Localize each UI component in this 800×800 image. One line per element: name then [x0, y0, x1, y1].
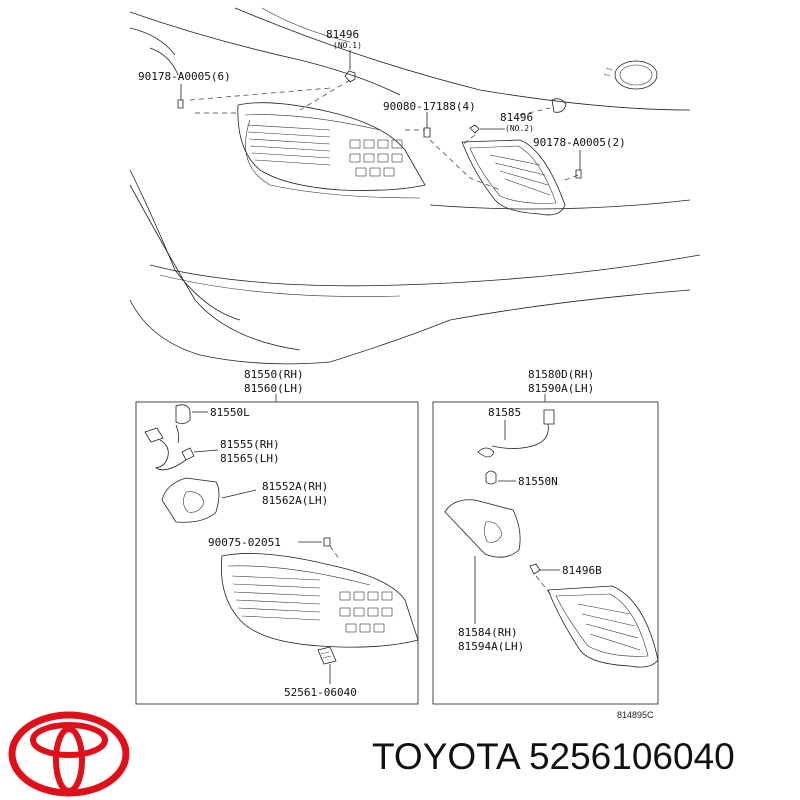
- diagram-reference: 814895C: [617, 710, 654, 720]
- label-90075-02051: 90075-02051: [208, 536, 281, 549]
- label-81550-rh: 81550(RH): [244, 368, 304, 381]
- label-90178-a0005-2: 90178-A0005(2): [533, 136, 626, 149]
- label-90080-17188: 90080-17188(4): [383, 100, 476, 113]
- label-81590a-lh: 81590A(LH): [528, 382, 594, 395]
- left-gasket: [161, 477, 257, 523]
- left-connector: [317, 646, 337, 684]
- label-81496b: 81496B: [562, 564, 602, 577]
- label-81550l: 81550L: [210, 406, 250, 419]
- label-81585: 81585: [488, 406, 521, 419]
- brand-name: TOYOTA: [372, 736, 519, 777]
- label-81594a-lh: 81594A(LH): [458, 640, 524, 653]
- label-81555-rh: 81555(RH): [220, 438, 280, 451]
- label-81580d-rh: 81580D(RH): [528, 368, 594, 381]
- label-81565-lh: 81565(LH): [220, 452, 280, 465]
- label-81560-lh: 81560(LH): [244, 382, 304, 395]
- upper-leaders: [180, 50, 581, 191]
- label-81496-no1: 81496: [326, 28, 359, 41]
- label-52561-06040: 52561-06040: [284, 686, 357, 699]
- label-81550n: 81550N: [518, 475, 558, 488]
- left-screw: [323, 537, 331, 547]
- upper-tail-lamp-inner: [461, 139, 566, 216]
- label-90178-a0005-6: 90178-A0005(6): [138, 70, 231, 83]
- right-assembly-box: [432, 401, 659, 705]
- right-inner-lamp: [547, 585, 659, 668]
- label-81584-rh: 81584(RH): [458, 626, 518, 639]
- label-81496-no2-note: (NO.2): [505, 124, 534, 133]
- right-socket-wire: [477, 409, 555, 485]
- left-socket-wire: [144, 424, 219, 471]
- label-81496-no1-note: (NO.1): [333, 41, 362, 50]
- brand-part-label: TOYOTA 5256106040: [372, 736, 735, 778]
- part-number: 5256106040: [528, 736, 735, 777]
- label-81552a-rh: 81552A(RH): [262, 480, 328, 493]
- left-assembly-box: [135, 401, 419, 705]
- label-81562a-lh: 81562A(LH): [262, 494, 328, 507]
- left-bulb: [175, 404, 208, 424]
- upper-tail-lamp-outer: [237, 102, 426, 191]
- right-screw: [529, 563, 541, 575]
- label-81496-no2: 81496: [500, 111, 533, 124]
- car-rear-body: [129, 7, 701, 365]
- toyota-logo-icon: [8, 711, 130, 797]
- right-gasket: [444, 499, 521, 624]
- upper-fasteners: [177, 70, 582, 179]
- left-tail-lamp: [221, 553, 419, 648]
